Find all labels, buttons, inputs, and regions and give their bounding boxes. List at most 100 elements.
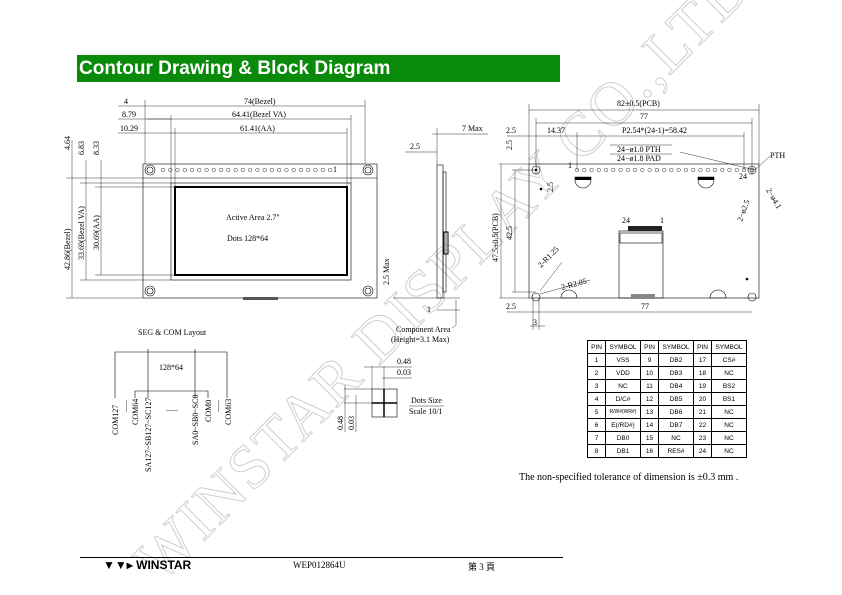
table-cell: 9 bbox=[640, 353, 659, 367]
page-number: 第 3 頁 bbox=[468, 562, 496, 572]
pin-pad bbox=[676, 167, 681, 172]
table-cell: 10 bbox=[640, 366, 659, 380]
table-cell: NC bbox=[658, 431, 694, 445]
pin-pad bbox=[269, 167, 274, 172]
pin-pad bbox=[182, 167, 187, 172]
table-header: PIN bbox=[640, 340, 659, 354]
table-cell: BS2 bbox=[711, 379, 747, 393]
table-cell: 5 bbox=[587, 405, 606, 419]
dim-3: 3 bbox=[533, 318, 537, 327]
pin-pad bbox=[306, 167, 311, 172]
dim-879: 8.79 bbox=[122, 110, 136, 119]
ellipsis-a: ...... bbox=[120, 400, 129, 412]
pin-pad bbox=[291, 167, 296, 172]
table-cell: 23 bbox=[693, 431, 712, 445]
pin-pad bbox=[168, 167, 173, 172]
table-cell: DB3 bbox=[658, 366, 694, 380]
ellipsis: ...... bbox=[166, 404, 178, 413]
dim-1: 1 bbox=[427, 305, 431, 314]
component-height-label: (Height=3.1 Max) bbox=[391, 335, 450, 344]
dim-1437: 14.37 bbox=[547, 126, 565, 135]
pin-pad bbox=[284, 167, 289, 172]
pin-pad bbox=[233, 167, 238, 172]
fpc-pin1: 1 bbox=[660, 216, 664, 225]
dim-4: 4 bbox=[124, 97, 128, 106]
table-cell: DB0 bbox=[605, 431, 641, 445]
front-view: Active Area 2.7" Dots 128*64 1 4 74(Beze… bbox=[63, 97, 378, 300]
pin-pad bbox=[277, 167, 282, 172]
table-cell: NC bbox=[605, 379, 641, 393]
dots-size-label: Dots Size bbox=[411, 396, 442, 405]
seg127-label: SA127~SB127~SC127 bbox=[144, 398, 153, 472]
dim-pcb-width: 82±0.5(PCB) bbox=[617, 99, 660, 108]
table-cell: 16 bbox=[640, 444, 659, 458]
pin-pad bbox=[190, 167, 195, 172]
page-title: Contour Drawing & Block Diagram bbox=[77, 55, 560, 82]
table-cell: NC bbox=[711, 431, 747, 445]
table-cell: 7 bbox=[587, 431, 606, 445]
dim-833: 8.33 bbox=[92, 141, 101, 155]
com63-label: COM63 bbox=[224, 399, 233, 425]
table-cell: 18 bbox=[693, 366, 712, 380]
table-cell: 1 bbox=[587, 353, 606, 367]
dim-bezel-width: 74(Bezel) bbox=[244, 97, 276, 106]
table-cell: NC bbox=[711, 444, 747, 458]
pin-pad bbox=[219, 167, 224, 172]
dot-gap-width: 0.03 bbox=[397, 368, 411, 377]
dim-1029: 10.29 bbox=[120, 124, 138, 133]
table-header: PIN bbox=[587, 340, 606, 354]
dim-aa-width: 61.41(AA) bbox=[240, 124, 275, 133]
document-id: WEP012864U bbox=[293, 560, 346, 570]
table-header: SYMBOL bbox=[605, 340, 641, 354]
pin-pad bbox=[226, 167, 231, 172]
table-cell: CS# bbox=[711, 353, 747, 367]
table-cell: 6 bbox=[587, 418, 606, 432]
pin-pad bbox=[705, 167, 710, 172]
side-view: 7 Max 2.5 2.5 Max 1 Component Area (Heig… bbox=[382, 124, 488, 344]
com127-label: COM127 bbox=[111, 405, 120, 435]
dim-aa-height: 30.69(AA) bbox=[92, 215, 101, 250]
pin-pad bbox=[175, 167, 180, 172]
pin-pad bbox=[211, 167, 216, 172]
com0-label: COM0 bbox=[204, 400, 213, 422]
pin-pad bbox=[640, 167, 645, 172]
table-cell: 14 bbox=[640, 418, 659, 432]
dots-label: Dots 128*64 bbox=[227, 234, 268, 243]
dim-77-top: 77 bbox=[640, 112, 648, 121]
table-cell: RES# bbox=[658, 444, 694, 458]
pin-pad bbox=[298, 167, 303, 172]
dim-25-left: 2.5 bbox=[506, 126, 516, 135]
table-cell: 12 bbox=[640, 392, 659, 406]
pin-pad bbox=[320, 167, 325, 172]
logo-text: WINSTAR bbox=[136, 558, 192, 572]
pin-pad bbox=[720, 167, 725, 172]
tolerance-note: The non-specified tolerance of dimension… bbox=[519, 472, 739, 483]
pin-pad bbox=[313, 167, 318, 172]
dim-pcb-height: 47.5±0.5(PCB) bbox=[491, 213, 500, 262]
dim-425: 42.5 bbox=[505, 226, 514, 240]
pin-pad bbox=[633, 167, 638, 172]
table-cell: NC bbox=[711, 418, 747, 432]
rear-pin1: 1 bbox=[568, 161, 572, 170]
pin-pad bbox=[240, 167, 245, 172]
pth-label: 24−ø1.0 PTH bbox=[617, 145, 661, 154]
component-area-label: Component Area bbox=[396, 325, 451, 334]
dim-25-v1: 2.5 bbox=[505, 140, 514, 150]
pin-pad bbox=[669, 167, 674, 172]
table-cell: 24 bbox=[693, 444, 712, 458]
table-cell: 3 bbox=[587, 379, 606, 393]
pin-pad bbox=[328, 167, 333, 172]
table-cell: 19 bbox=[693, 379, 712, 393]
scale-label: Scale 10/1 bbox=[409, 407, 443, 416]
footer-divider bbox=[80, 557, 563, 558]
dim-683: 6.83 bbox=[77, 141, 86, 155]
table-header: PIN bbox=[693, 340, 712, 354]
pin-pad bbox=[204, 167, 209, 172]
dim-25: 2.5 bbox=[410, 142, 420, 151]
active-area-label: Active Area 2.7" bbox=[226, 213, 280, 222]
